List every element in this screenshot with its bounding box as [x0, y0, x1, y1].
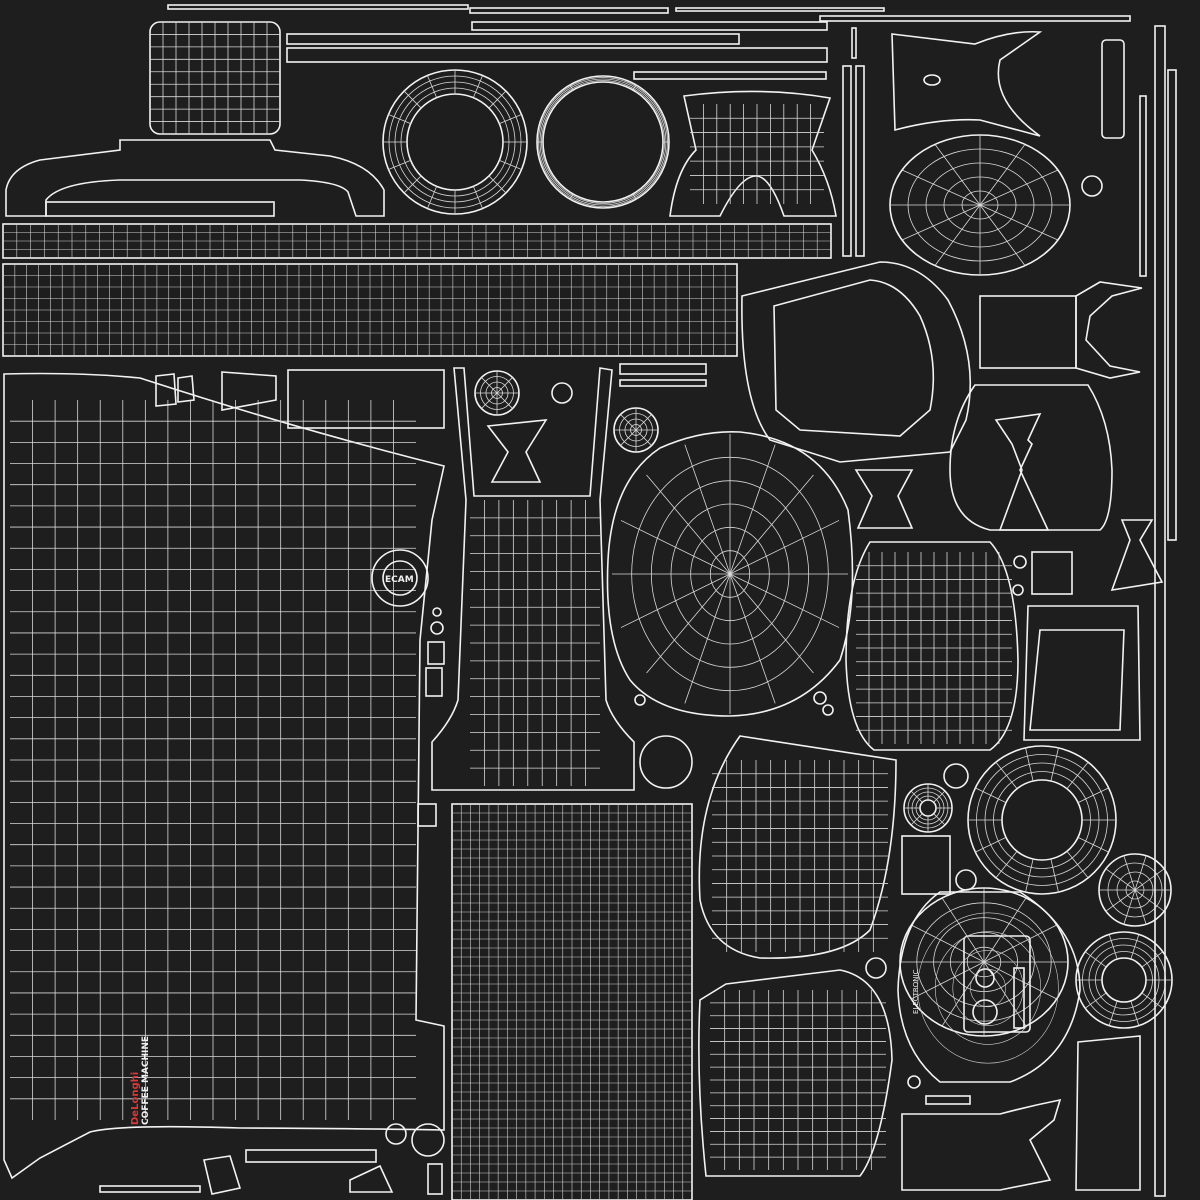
- uv-vertical-strips: [842, 25, 1177, 1197]
- uv-front-panel: [431, 367, 635, 791]
- logo-badge-ring: [371, 549, 429, 607]
- uv-base-shell: [5, 139, 385, 217]
- uv-bean-hopper: [606, 431, 854, 717]
- uv-control-panel: ELECTRONIC: [897, 891, 1081, 1083]
- uv-drip-tray: [149, 21, 281, 135]
- logo-badge-text: ECAM: [385, 575, 414, 585]
- uv-spout-saddle: [669, 90, 837, 217]
- uv-long-strips: [2, 223, 832, 357]
- uv-lower-grid-panel: [451, 803, 693, 1200]
- uv-small-parts: [99, 175, 1164, 1195]
- uv-water-tank: [845, 541, 1019, 751]
- uv-logo-label: ECAM COFFEE MACHINE DeLonghi: [130, 549, 429, 1125]
- panel-label-electronic: ELECTRONIC: [912, 969, 920, 1014]
- uv-housing-body: [3, 372, 445, 1180]
- uv-side-shells: [698, 735, 897, 1177]
- uv-top-strips: [167, 4, 1131, 80]
- logo-text-line2: DeLonghi: [130, 1072, 141, 1125]
- logo-text-line1: COFFEE MACHINE: [141, 1036, 151, 1125]
- uv-bottom-right-parts: [901, 1035, 1141, 1191]
- uv-rings: [382, 69, 1173, 1029]
- uv-tapered-box: [1023, 605, 1141, 741]
- uv-bracket-plate: [979, 281, 1143, 379]
- uv-top-right-shard: [891, 30, 1043, 137]
- uv-bowl-frame: [741, 261, 972, 463]
